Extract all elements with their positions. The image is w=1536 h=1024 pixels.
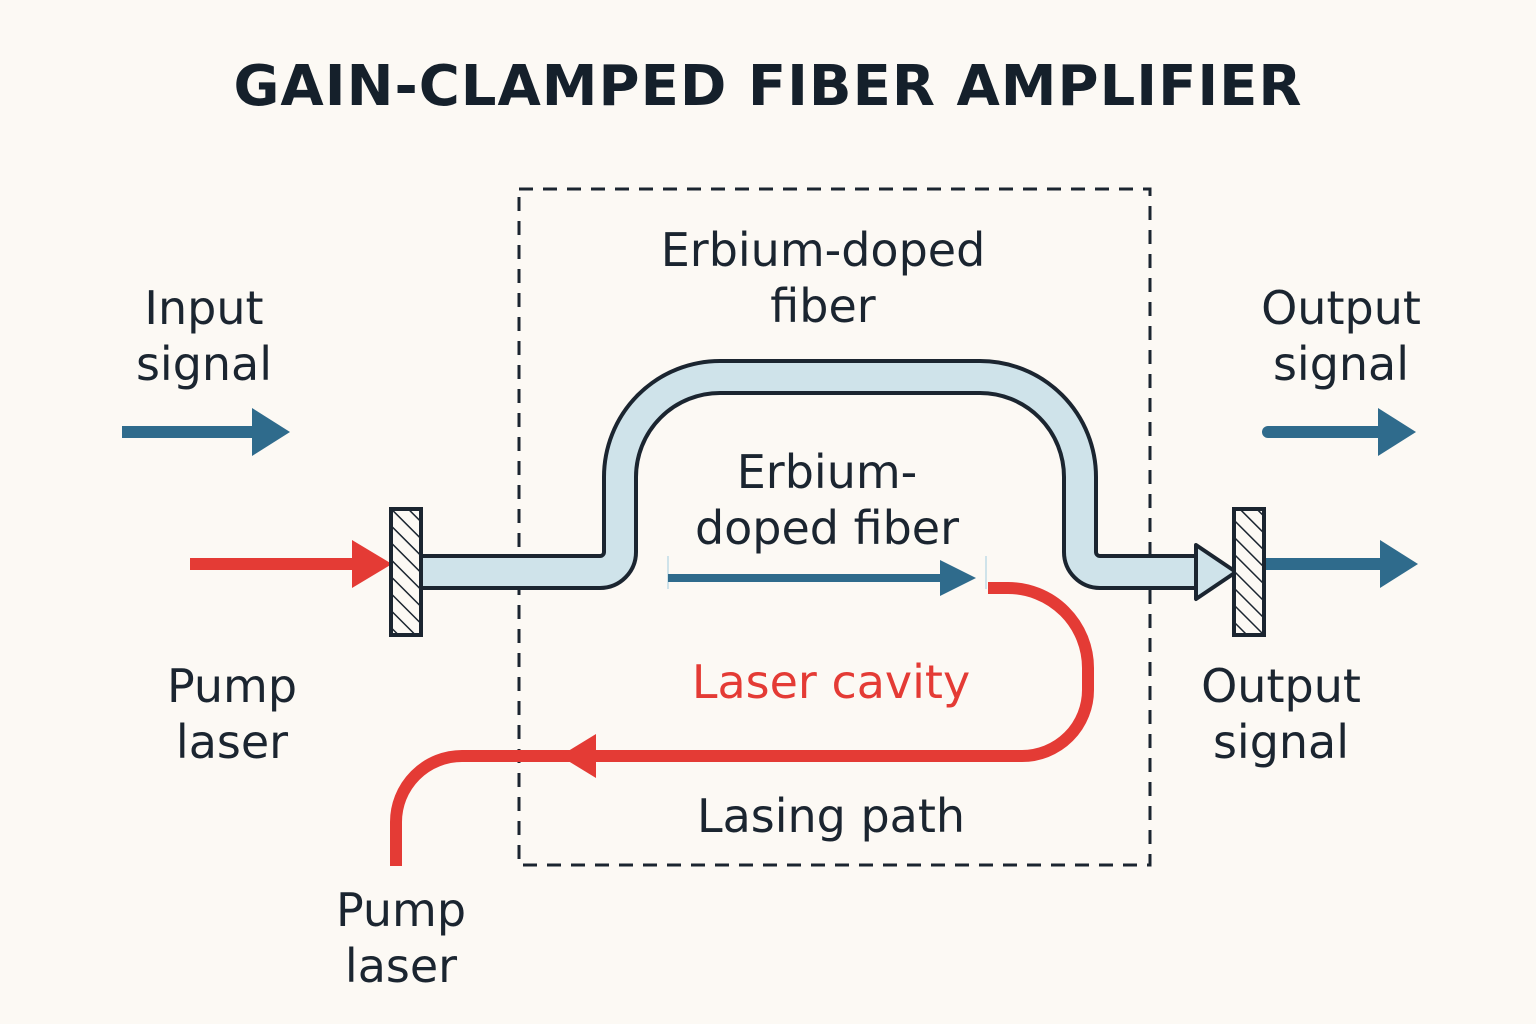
output-signal-top-label: Output signal (1261, 281, 1421, 391)
erbium-fiber-inner-label: Erbium- doped fiber (694, 445, 960, 555)
output-signal-bottom-label: Output signal (1201, 659, 1361, 769)
lasing-path (390, 582, 1094, 866)
pump-laser-bottom-label: Pump laser (335, 883, 467, 993)
dashed-enclosure (517, 187, 1152, 867)
laser-cavity-label: Laser cavity (691, 655, 971, 709)
input-signal-label: Input signal (135, 281, 273, 391)
output-mirror (1232, 507, 1266, 637)
diagram-title: GAIN-CLAMPED FIBER AMPLIFIER (233, 54, 1303, 119)
pump-laser-left-label: Pump laser (166, 659, 298, 769)
erbium-fiber-top-label: Erbium-doped fiber (660, 223, 986, 333)
lasing-path-arrowhead (560, 734, 596, 778)
input-mirror (389, 507, 423, 637)
fiber-output-arrowhead (1194, 543, 1238, 601)
lasing-path-label: Lasing path (696, 789, 966, 843)
